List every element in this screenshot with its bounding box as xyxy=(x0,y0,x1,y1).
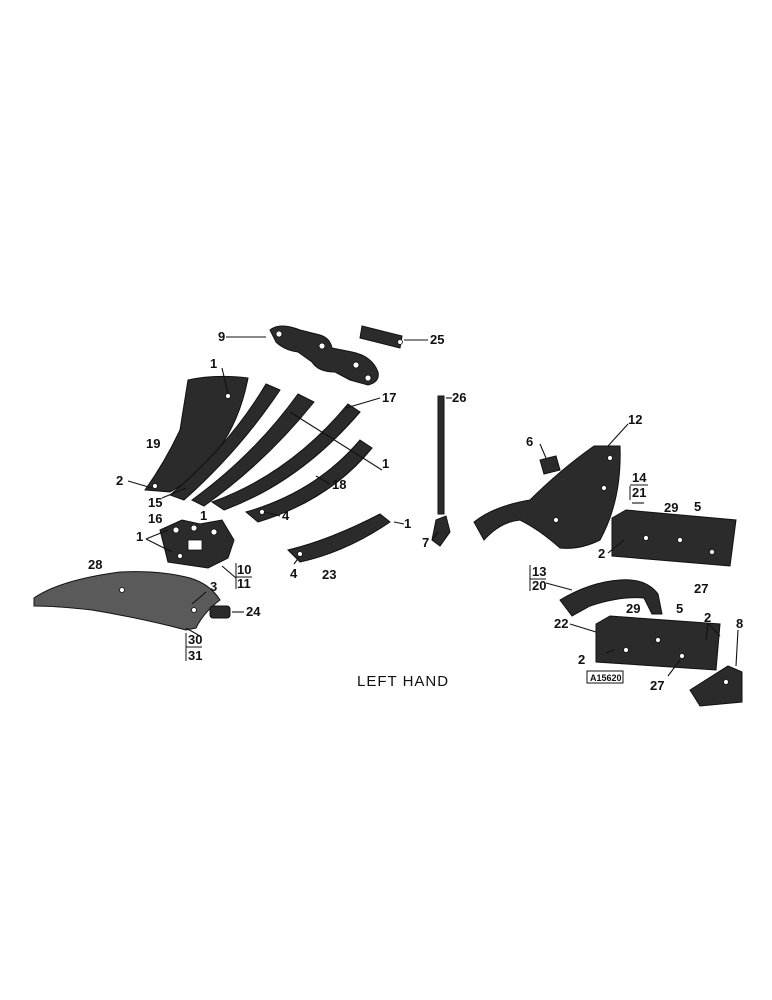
callout-28: 28 xyxy=(88,557,102,572)
callout-1: 1 xyxy=(404,516,411,531)
callout-27: 27 xyxy=(694,581,708,596)
part-6-block xyxy=(539,455,561,475)
callout-30: 30 xyxy=(188,632,202,647)
callout-2: 2 xyxy=(598,546,605,561)
callout-11: 11 xyxy=(237,576,251,591)
callout-2: 2 xyxy=(116,473,123,488)
callout-1: 1 xyxy=(200,508,207,523)
callout-27: 27 xyxy=(650,678,664,693)
part-22-plate xyxy=(595,615,721,671)
part-8-bracket xyxy=(689,665,743,707)
part-14-plate xyxy=(611,509,737,567)
callout-14: 14 xyxy=(632,470,647,485)
part-12-shin xyxy=(473,445,621,549)
callout-29: 29 xyxy=(626,601,640,616)
callout-23: 23 xyxy=(322,567,336,582)
part-13-bar xyxy=(559,579,663,617)
part-17-strip xyxy=(210,403,361,511)
callout-25: 25 xyxy=(430,332,444,347)
callout-3: 3 xyxy=(210,579,217,594)
caption: LEFT HAND xyxy=(357,673,449,690)
callout-6: 6 xyxy=(526,434,533,449)
callout-2: 2 xyxy=(704,610,711,625)
callout-13: 13 xyxy=(532,564,546,579)
callout-21: 21 xyxy=(632,485,646,500)
leader-lines xyxy=(127,336,739,677)
callout-19: 19 xyxy=(146,436,160,451)
callout-4: 4 xyxy=(282,508,290,523)
part-16-strip xyxy=(191,393,315,507)
callout-9: 9 xyxy=(218,329,225,344)
part-18-strip xyxy=(244,439,373,523)
callout-22: 22 xyxy=(554,616,568,631)
callout-16: 16 xyxy=(148,511,162,526)
callout-8: 8 xyxy=(736,616,743,631)
callout-5: 5 xyxy=(676,601,683,616)
callout-1: 1 xyxy=(136,529,143,544)
callout-12: 12 xyxy=(628,412,642,427)
callout-7: 7 xyxy=(422,535,429,550)
callout-24: 24 xyxy=(246,604,261,619)
callout-10: 10 xyxy=(237,562,251,577)
part-25-clip xyxy=(359,325,403,349)
callout-29: 29 xyxy=(664,500,678,515)
part-10-plate xyxy=(159,519,235,569)
callout-31: 31 xyxy=(188,648,202,663)
drawing-code: A15620 xyxy=(590,673,622,683)
part-9-bracket xyxy=(269,325,379,386)
callout-2: 2 xyxy=(578,652,585,667)
callout-15: 15 xyxy=(148,495,162,510)
part-7-clip xyxy=(431,515,451,547)
callout-17: 17 xyxy=(382,390,396,405)
drawing-code-box: A15620 xyxy=(586,670,624,684)
callout-4: 4 xyxy=(290,566,298,581)
callout-20: 20 xyxy=(532,578,546,593)
callout-18: 18 xyxy=(332,477,346,492)
part-28-moldboard xyxy=(33,571,221,631)
part-15-strip xyxy=(169,383,281,501)
callout-1: 1 xyxy=(210,356,217,371)
callout-labels: 9 25 1 17 26 19 12 6 1 2 18 15 16 1 4 14… xyxy=(88,329,743,693)
part-26-rod xyxy=(437,395,445,515)
callout-5: 5 xyxy=(694,499,701,514)
part-23-strip xyxy=(287,513,391,563)
callout-1: 1 xyxy=(382,456,389,471)
callout-26: 26 xyxy=(452,390,466,405)
part-24-nut xyxy=(209,605,231,619)
